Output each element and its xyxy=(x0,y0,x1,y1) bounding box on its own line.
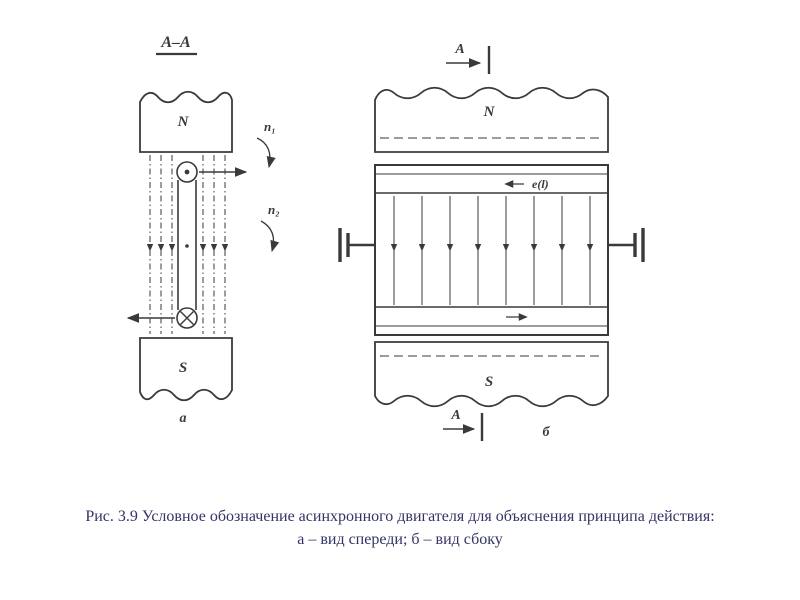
pole-north-side-label: N xyxy=(483,104,496,120)
front-view-sublabel: а xyxy=(180,411,187,426)
caption-line-2: а – вид спереди; б – вид сбоку xyxy=(297,531,503,548)
current-in-cross xyxy=(180,311,194,325)
loop-axis-dot xyxy=(185,244,189,248)
caption-line-1: Рис. 3.9 Условное обозначение асинхронно… xyxy=(85,508,715,525)
current-out-dot xyxy=(184,169,190,175)
conductor-current-in xyxy=(176,307,198,329)
rotation-n2: n₂ xyxy=(260,202,280,253)
section-mark-bottom-label: A xyxy=(450,408,460,423)
pole-north-label: N xyxy=(177,114,190,130)
front-view: A–A N S xyxy=(126,34,280,426)
rotation-n1-arrow xyxy=(256,137,276,169)
motor-principle-diagram: A–A N S xyxy=(126,34,645,441)
shaft-left xyxy=(338,228,375,262)
rotation-n1-label: n₁ xyxy=(264,119,276,134)
pole-south xyxy=(139,337,233,402)
side-view-sublabel: б xyxy=(543,425,551,440)
section-mark-bottom: A xyxy=(443,408,484,441)
conductor-loop xyxy=(126,161,248,329)
emf-label: e(l) xyxy=(532,177,549,191)
side-view: A N e(l) xyxy=(338,42,645,441)
pole-north-side xyxy=(374,86,609,153)
rotor: e(l) xyxy=(374,164,609,336)
field-lines-side xyxy=(390,196,594,305)
rotation-n2-label: n₂ xyxy=(268,202,280,217)
section-mark-top: A xyxy=(446,42,491,74)
shaft-right xyxy=(608,228,645,262)
pole-north xyxy=(139,90,233,153)
section-mark-top-label: A xyxy=(454,42,464,57)
rotor-body xyxy=(374,164,609,336)
figure-caption: Рис. 3.9 Условное обозначение асинхронно… xyxy=(0,505,800,551)
pole-south-side xyxy=(374,341,609,408)
rotation-n1: n₁ xyxy=(256,119,276,169)
section-title: A–A xyxy=(160,34,191,51)
conductor-current-out xyxy=(176,161,198,183)
pole-south-side-label: S xyxy=(485,374,493,390)
rotation-n2-arrow xyxy=(260,220,280,253)
pole-south-label: S xyxy=(179,360,187,376)
field-lines-front xyxy=(146,155,229,334)
